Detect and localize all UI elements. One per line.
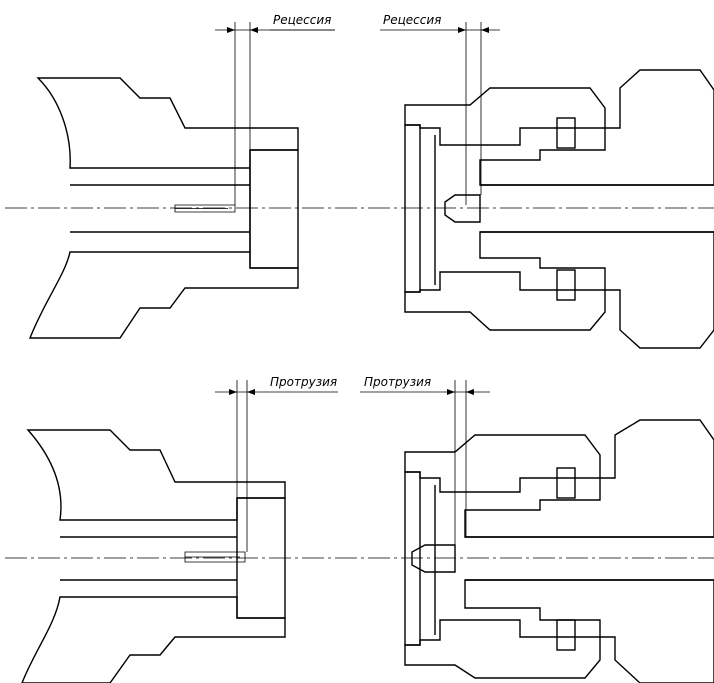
bottom-left-connector bbox=[21, 429, 286, 683]
protrusion-label-left: Протрузия bbox=[270, 375, 337, 389]
recession-dimension-left: Рецессия bbox=[215, 13, 335, 205]
top-left-connector bbox=[28, 77, 299, 339]
top-right-connector bbox=[404, 69, 714, 349]
protrusion-dimension-right: Протрузия bbox=[360, 375, 490, 545]
recession-label-left: Рецессия bbox=[273, 13, 331, 27]
protrusion-dimension-left: Протрузия bbox=[215, 375, 338, 552]
recession-label-right: Рецессия bbox=[383, 13, 441, 27]
bottom-right-connector bbox=[404, 419, 714, 683]
protrusion-label-right: Протрузия bbox=[364, 375, 431, 389]
recession-dimension-right: Рецессия bbox=[380, 13, 500, 205]
